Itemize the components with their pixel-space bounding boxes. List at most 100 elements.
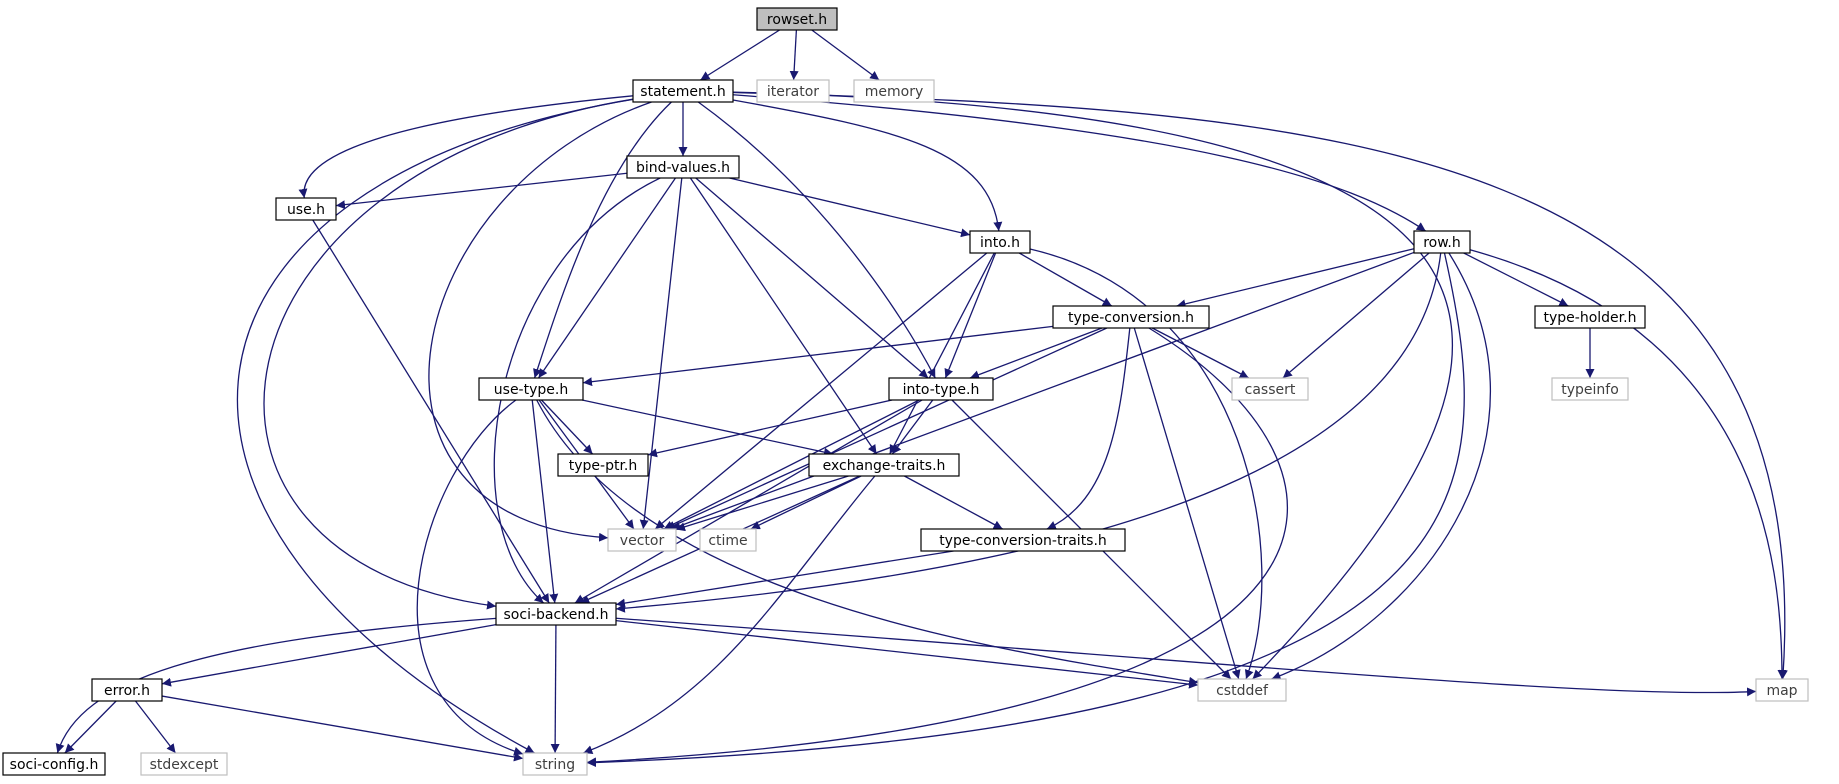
edge-use-type-to-exchange-traits [581,399,834,457]
edge-type-conversion-to-cstddef [1133,327,1241,680]
node-label: use-type.h [494,382,568,398]
node-box [2,752,106,776]
node-box [920,528,1126,552]
edge-error-to-string [161,695,524,762]
node-label: memory [865,84,924,100]
node-memory[interactable]: memory [853,79,935,103]
node-vector[interactable]: vector [607,528,677,552]
node-soci-backend[interactable]: soci-backend.h [495,602,617,626]
node-box [495,602,617,626]
node-label: type-conversion.h [1068,310,1194,326]
edge-bind-values-to-into-type [695,177,929,379]
node-label: ctime [708,533,747,549]
edge-row-to-vector [671,251,1415,531]
edge-into-type-to-soci-backend [574,399,923,604]
node-label: cassert [1245,382,1296,398]
node-label: bind-values.h [636,160,730,176]
edge-type-conversion-to-use-type [582,325,1054,387]
node-label: row.h [1423,235,1461,251]
edge-statement-to-soci-backend [263,98,634,610]
node-box [969,230,1031,254]
node-use-type[interactable]: use-type.h [478,377,584,401]
nodes-layer: rowset.h statement.h iterator memory bind-va… [2,7,1809,776]
edge-row-to-type-holder [1463,252,1569,307]
node-box [140,752,228,776]
node-label: rowset.h [767,12,827,28]
node-box [756,7,838,31]
node-into-type[interactable]: into-type.h [888,377,994,401]
node-box [626,155,740,179]
edge-error-to-soci-config [64,700,117,754]
node-label: typeinfo [1561,382,1619,398]
node-string[interactable]: string [522,752,588,776]
node-bind-values[interactable]: bind-values.h [626,155,740,179]
edge-row-to-type-conversion [1176,248,1415,309]
node-type-conversion[interactable]: type-conversion.h [1052,305,1210,329]
edge-error-to-stdexcept [134,700,177,754]
node-box [522,752,588,776]
node-label: cstddef [1216,683,1269,699]
node-label: use.h [287,202,325,218]
node-label: map [1766,683,1797,699]
edge-into-to-type-conversion [1018,252,1113,307]
node-soci-config[interactable]: soci-config.h [2,752,106,776]
edge-exchange-traits-to-type-conversion-traits [904,475,1003,530]
node-box [1052,305,1210,329]
node-type-holder[interactable]: type-holder.h [1534,305,1646,329]
edge-statement-to-map [732,91,1788,680]
node-into[interactable]: into.h [969,230,1031,254]
edge-type-conversion-to-type-conversion-traits [1046,327,1131,530]
node-cstddef[interactable]: cstddef [1197,678,1287,702]
node-box [478,377,584,401]
node-use[interactable]: use.h [275,197,337,221]
node-type-conversion-traits[interactable]: type-conversion-traits.h [920,528,1126,552]
edge-into-to-into-type [944,252,997,379]
node-exchange-traits[interactable]: exchange-traits.h [808,453,960,477]
node-label: type-ptr.h [569,458,638,474]
node-label: string [535,757,575,773]
edge-statement-to-cstddef [732,91,1454,680]
node-cassert[interactable]: cassert [1231,377,1309,401]
node-box [1551,377,1629,401]
node-statement[interactable]: statement.h [632,79,734,103]
node-ctime[interactable]: ctime [699,528,757,552]
edge-row-to-string [586,252,1465,768]
node-type-ptr[interactable]: type-ptr.h [557,453,649,477]
edge-bind-values-to-use-type [537,177,677,379]
edge-type-conversion-to-cassert [1151,327,1250,379]
node-error[interactable]: error.h [91,678,163,702]
edge-exchange-traits-to-vector [675,475,849,532]
edge-exchange-traits-to-ctime [750,475,862,530]
node-stdexcept[interactable]: stdexcept [140,752,228,776]
node-box [91,678,163,702]
node-box [756,79,830,103]
edge-use-type-to-cstddef [536,399,1199,686]
node-box [1197,678,1287,702]
node-label: soci-config.h [10,757,99,773]
node-row[interactable]: row.h [1413,230,1471,254]
edge-type-conversion-to-into-type [969,327,1103,380]
node-label: iterator [767,84,819,100]
edge-statement-to-into-type [697,101,936,379]
node-label: type-holder.h [1544,310,1637,326]
node-rowset[interactable]: rowset.h [756,7,838,31]
edge-bind-values-to-into [729,177,971,238]
edge-statement-to-use [298,95,634,199]
edge-statement-to-string [236,98,634,754]
edge-use-to-soci-backend [312,219,550,604]
edge-soci-backend-to-cstddef [615,620,1199,689]
node-typeinfo[interactable]: typeinfo [1551,377,1629,401]
edge-into-to-exchange-traits [889,252,995,455]
edge-exchange-traits-to-string [583,475,876,754]
node-box [853,79,935,103]
node-box [1755,678,1809,702]
edge-into-type-to-type-ptr [647,399,893,458]
node-label: exchange-traits.h [823,458,946,474]
edge-bind-values-to-use [335,172,628,210]
edge-row-to-cassert [1282,252,1430,379]
node-map[interactable]: map [1755,678,1809,702]
edge-into-type-to-exchange-traits [891,399,934,455]
edge-soci-backend-to-soci-config [55,617,497,754]
node-iterator[interactable]: iterator [756,79,830,103]
edge-row-to-map [1469,249,1787,680]
